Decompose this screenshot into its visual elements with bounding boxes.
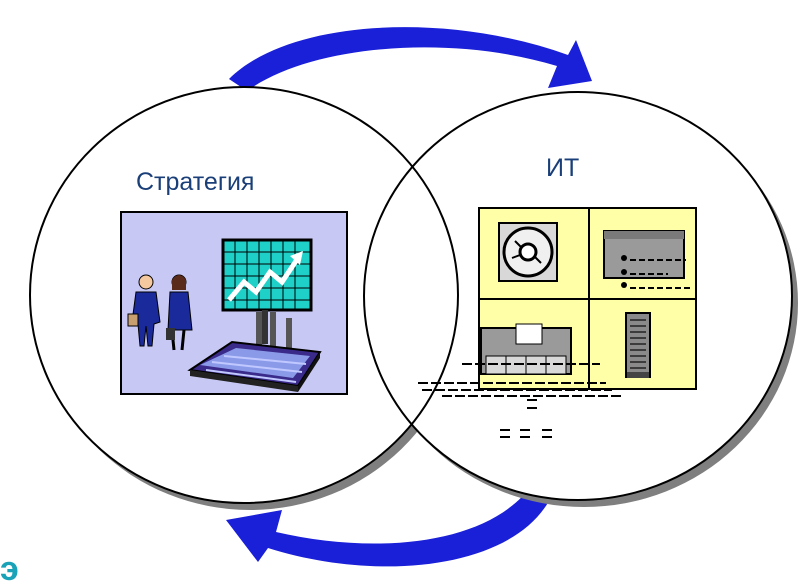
curved-arrow-right-icon — [229, 27, 592, 91]
it-label: ИТ — [546, 154, 580, 182]
businessman-icon — [127, 274, 161, 347]
dashed-connector-lines — [418, 363, 624, 438]
document-list-icon — [603, 230, 692, 289]
strategy-circle-outline — [29, 86, 459, 504]
curved-arrow-left-icon — [226, 482, 553, 567]
factory-icon — [187, 312, 322, 392]
it-circle-outline — [363, 91, 793, 501]
it-picture — [478, 207, 697, 390]
computer-workstation-icon — [480, 323, 572, 375]
server-rack-icon — [625, 312, 651, 378]
corner-glyph: э — [0, 550, 19, 588]
top-cycle-arrow — [229, 27, 592, 91]
bottom-cycle-arrow — [226, 482, 553, 567]
strategy-label: Стратегия — [136, 168, 255, 196]
strategy-picture — [120, 211, 348, 395]
optical-disc-icon — [498, 222, 558, 282]
growth-chart-icon — [221, 238, 313, 344]
businesswoman-icon — [166, 274, 193, 351]
